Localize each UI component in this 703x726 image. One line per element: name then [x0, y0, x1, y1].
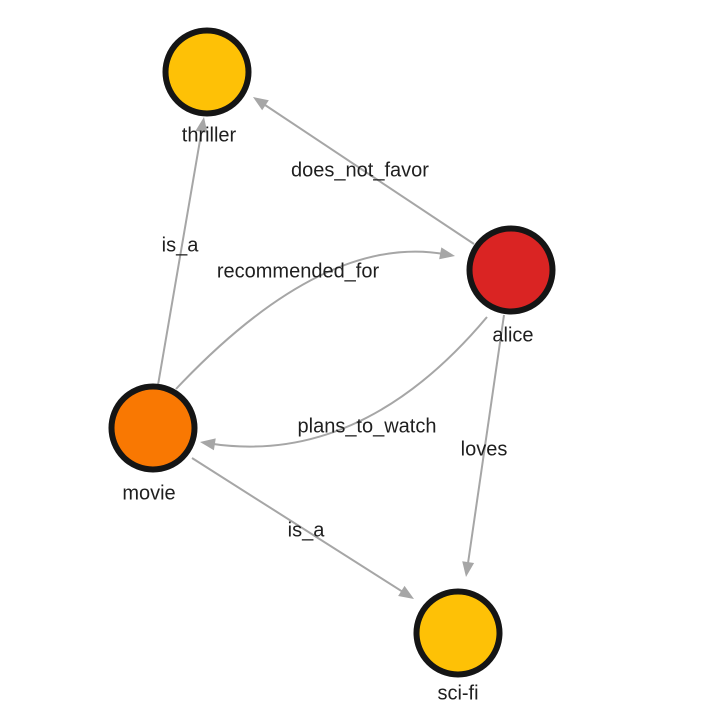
- edge-movie-is_a-sci-fi: [191, 457, 407, 596]
- edge-label-alice-plans_to_watch-movie: plans_to_watch: [298, 415, 437, 437]
- arrowhead-movie-is_a-thriller: [195, 117, 208, 133]
- node-label-movie: movie: [122, 482, 175, 504]
- edge-label-alice-does_not_favor-thriller: does_not_favor: [291, 159, 429, 181]
- edge-alice-plans_to_watch-movie: [208, 316, 488, 448]
- edge-alice-loves-sci-fi: [466, 314, 505, 569]
- edge-label-alice-loves-sci-fi: loves: [461, 438, 508, 460]
- edge-label-movie-is_a-sci-fi: is_a: [288, 519, 326, 541]
- edge-label-movie-recommended_for-alice: recommended_for: [217, 260, 380, 282]
- edge-movie-is_a-thriller: [157, 125, 204, 386]
- node-label-alice: alice: [492, 324, 533, 346]
- node-movie[interactable]: [108, 383, 198, 473]
- arrowhead-alice-loves-sci-fi: [462, 561, 475, 577]
- edge-label-movie-is_a-thriller: is_a: [162, 234, 200, 256]
- arrowhead-alice-plans_to_watch-movie: [200, 438, 216, 451]
- arrowhead-movie-is_a-sci-fi: [398, 585, 414, 599]
- edge-alice-does_not_favor-thriller: [259, 101, 475, 245]
- node-label-thriller: thriller: [182, 124, 237, 146]
- arrowhead-movie-recommended_for-alice: [439, 247, 455, 260]
- edge-movie-recommended_for-alice: [175, 250, 447, 390]
- node-thriller[interactable]: [162, 27, 252, 117]
- arrowhead-alice-does_not_favor-thriller: [253, 97, 269, 111]
- node-alice[interactable]: [466, 225, 556, 315]
- node-sci-fi[interactable]: [413, 588, 503, 678]
- node-label-sci-fi: sci-fi: [437, 682, 478, 704]
